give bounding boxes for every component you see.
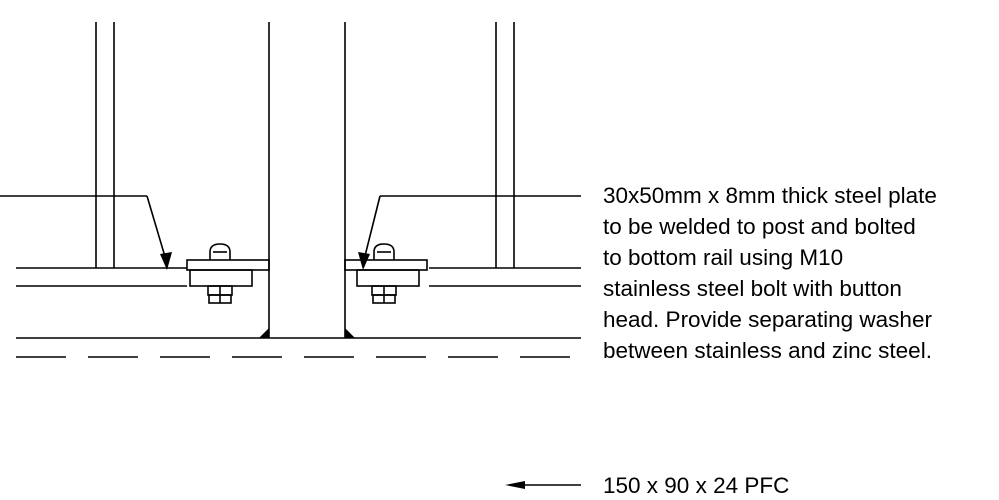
plate-note-line-4: stainless steel bolt with button xyxy=(603,276,902,301)
plate-note-line-2: to be welded to post and bolted xyxy=(603,214,916,239)
plate-note-line-1: 30x50mm x 8mm thick steel plate xyxy=(603,183,937,208)
left-plate-leader xyxy=(0,195,167,261)
right-button-head-bolt xyxy=(371,243,397,304)
plate-note-line-3: to bottom rail using M10 xyxy=(603,245,843,270)
right-weld-fillet xyxy=(345,328,355,338)
right-bottom-rail xyxy=(429,267,581,287)
right-plate-arrowhead xyxy=(358,252,370,270)
pfc-arrowhead xyxy=(505,481,525,489)
channel-label: 150 x 90 x 24 PFC xyxy=(603,473,789,498)
plate-note: 30x50mm x 8mm thick steel plate to be we… xyxy=(603,183,937,363)
plate-note-line-6: between stainless and zinc steel. xyxy=(603,338,932,363)
left-baluster xyxy=(95,22,115,268)
center-post xyxy=(268,22,346,338)
right-plate-leader xyxy=(363,195,581,261)
left-button-head-bolt xyxy=(207,243,233,304)
right-baluster xyxy=(495,22,515,268)
left-weld-fillet xyxy=(259,328,269,338)
left-plate-arrowhead xyxy=(160,252,172,270)
plate-note-line-5: head. Provide separating washer xyxy=(603,307,932,332)
left-bottom-rail xyxy=(16,267,187,287)
